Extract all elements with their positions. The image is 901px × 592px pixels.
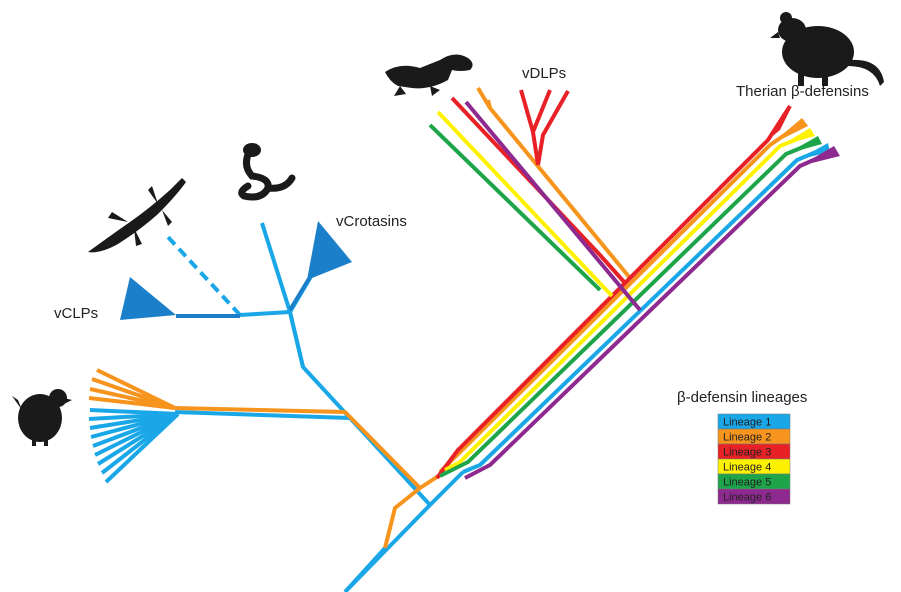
label-vclps: vCLPs [54,305,98,322]
vcrotasins-clade-triangle [307,221,352,280]
lineage-2-branches [174,86,804,549]
legend-label: Lineage 5 [723,477,771,489]
legend-items: Lineage 1 Lineage 2 Lineage 3 Lineage 4 Line… [717,413,791,505]
platypus-icon [385,54,473,96]
bird-orange-fan [88,368,176,410]
lineage-1-branches [174,145,829,592]
rat-icon [770,12,884,86]
legend-label: Lineage 1 [723,417,771,429]
legend-label: Lineage 3 [723,447,771,459]
legend-label: Lineage 4 [723,462,771,474]
vcrotasins-stem [288,275,312,312]
snake-head-icon [243,143,261,157]
label-vdlps: vDLPs [522,65,566,82]
lizard-dashed-branch [166,235,242,317]
legend-label: Lineage 2 [723,432,771,444]
label-vcrotasins: vCrotasins [336,213,407,230]
bird-blue-fan [88,408,180,484]
chicken-icon [12,389,72,446]
snake-icon [238,146,296,201]
legend-swatch [717,488,791,505]
lizard-icon [88,178,186,253]
therian-triangles [768,106,840,166]
legend-title: β-defensin lineages [677,389,807,406]
vclps-clade-triangle [120,277,176,320]
label-therian: Therian β-defensins [736,83,869,100]
legend-label: Lineage 6 [723,492,771,504]
